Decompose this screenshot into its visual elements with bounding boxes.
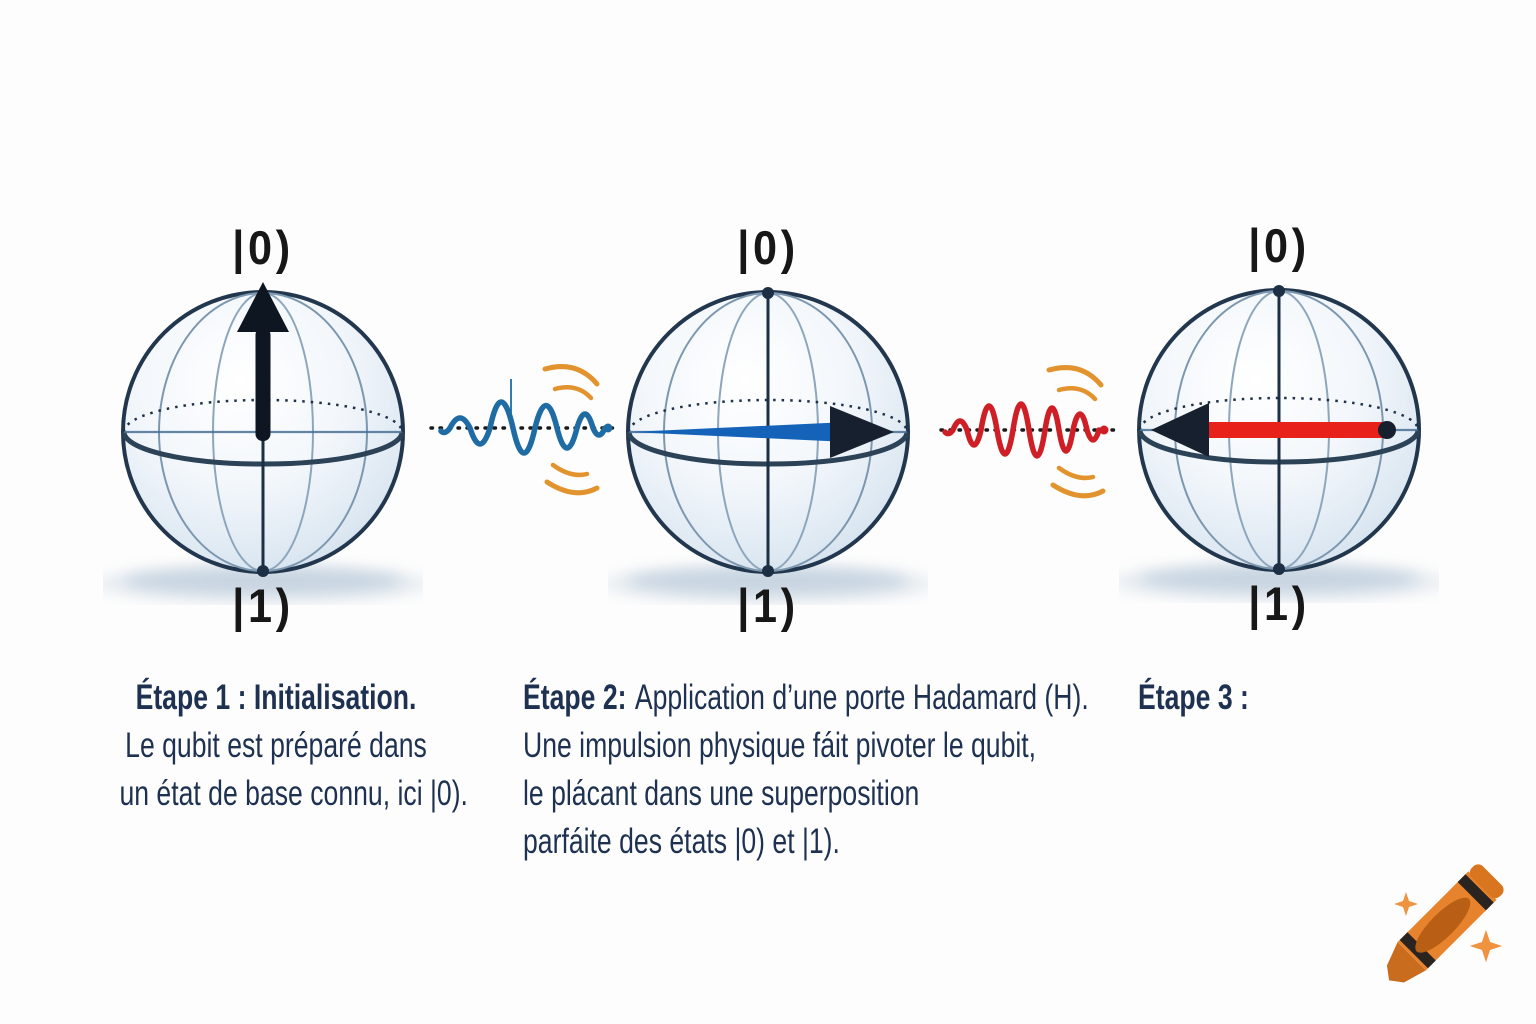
sphere-shadow-inner: [628, 567, 908, 595]
crayon-logo: [1386, 864, 1504, 983]
equator-back-dashed: [1138, 396, 1420, 431]
bloch-sphere-2-graphic: [608, 287, 928, 604]
sphere-shadow-inner: [1139, 565, 1419, 593]
blue-pulse-wave: [429, 364, 617, 496]
ket-one-label: |1): [232, 579, 294, 632]
orange-arc: [1056, 465, 1096, 481]
orange-arc: [550, 462, 590, 478]
south-pole-dot: [1273, 563, 1285, 575]
bloch-sphere-step-2: |0) |1): [608, 224, 928, 630]
pulse-waveform: [942, 401, 1102, 459]
equator-back-dashed: [122, 398, 404, 433]
caption-step-2-heading-rest: Application d’une porte Hadamard (H).: [634, 678, 1089, 717]
caption-step-2: Étape 2:Application d’une porte Hadamard…: [523, 674, 1143, 866]
orange-arc: [552, 385, 594, 401]
north-pole-dot: [1273, 285, 1285, 297]
bloch-sphere-step-1: |0) |1): [103, 224, 423, 630]
state-arrow-left: [1151, 403, 1396, 457]
south-pole-dot: [762, 565, 774, 577]
south-pole-dot: [257, 565, 269, 577]
pulse-end-dot: [603, 423, 613, 433]
orange-arc: [1046, 365, 1104, 388]
caption-step-2-heading: Étape 2:: [523, 678, 627, 717]
ket-one-label: |1): [737, 579, 799, 632]
sparkle-icon: [1469, 929, 1503, 963]
caption-step-2-heading-line: Étape 2:Application d’une porte Hadamard…: [523, 674, 1089, 722]
sphere-shadow-inner: [123, 567, 403, 595]
equator-back-dashed: [627, 398, 909, 433]
caption-step-1-line: Le qubit est préparé dans: [125, 726, 427, 765]
caption-step-3-heading: Étape 3 :: [1138, 678, 1249, 717]
caption-step-1-heading: Étape 1 : Initialisation.: [135, 678, 417, 717]
orange-arc: [1050, 482, 1106, 499]
ket-zero-label: |0): [737, 221, 799, 274]
pulse-waveform: [438, 399, 608, 456]
north-pole-dot: [762, 287, 774, 299]
red-pulse-wave: [939, 365, 1117, 499]
caption-step-1: Étape 1 : Initialisation. Le qubit est p…: [70, 674, 482, 818]
crayon-icon: [1386, 864, 1504, 983]
bloch-sphere-3-graphic: [1119, 285, 1439, 602]
orange-arc: [542, 364, 600, 387]
caption-step-2-line: le plácant dans une superposition: [523, 774, 920, 813]
caption-step-3: Étape 3 :: [1138, 674, 1358, 722]
orange-arc: [544, 479, 600, 496]
ket-one-label: |1): [1248, 577, 1310, 630]
caption-step-2-line: parfáite des états |0) et |1).: [523, 822, 840, 861]
caption-step-2-line: Une impulsion physique fáit pivoter le q…: [523, 726, 1037, 765]
orange-arc: [1056, 386, 1098, 402]
pulse-end-dot: [1099, 425, 1109, 435]
ket-zero-label: |0): [232, 221, 294, 274]
ket-zero-label: |0): [1248, 219, 1310, 272]
state-arrow-right: [630, 406, 894, 458]
bloch-sphere-1-graphic: [103, 282, 423, 604]
state-arrow-up: [237, 282, 289, 441]
bloch-sphere-step-3: |0) |: [1119, 222, 1439, 628]
sparkle-icon: [1394, 892, 1418, 916]
caption-step-1-line: un état de base connu, ici |0).: [119, 774, 468, 813]
